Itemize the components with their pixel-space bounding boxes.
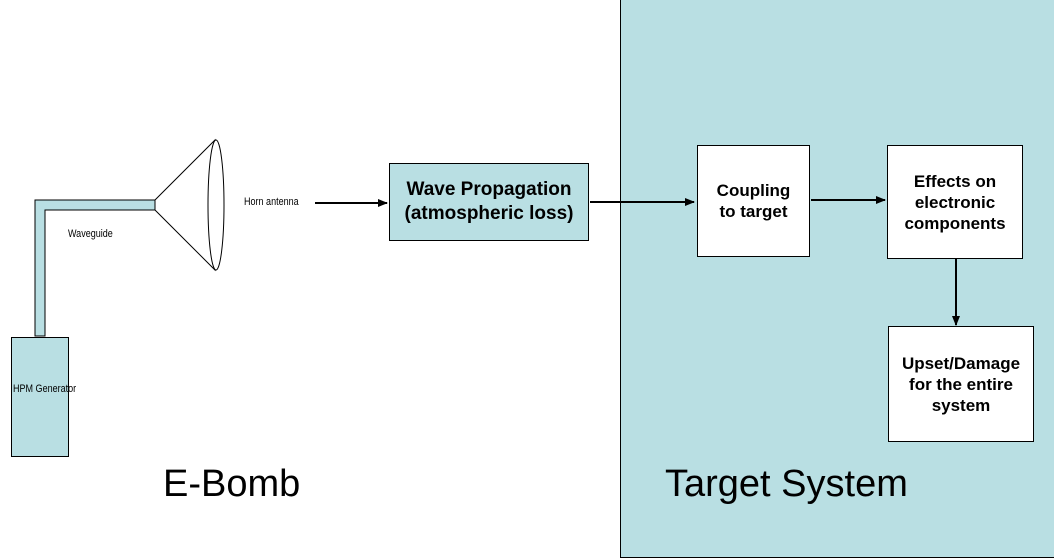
hpm-generator-label: HPM Generator — [13, 383, 77, 395]
effects-line3: components — [904, 213, 1006, 233]
horn-antenna-label: Horn antenna — [244, 196, 299, 208]
horn-antenna-icon — [154, 138, 225, 272]
ebomb-title: E-Bomb — [163, 463, 301, 505]
wave-propagation-line2: (atmospheric loss) — [404, 203, 574, 224]
hpm-generator-box — [11, 337, 69, 457]
coupling-line2: to target — [719, 202, 788, 221]
wave-propagation-box: Wave Propagation (atmospheric loss) — [389, 163, 589, 241]
effects-line2: electronic — [914, 192, 996, 212]
upset-line1: Upset/Damage — [901, 353, 1021, 373]
waveguide-label: Waveguide — [68, 228, 113, 240]
target-system-panel — [620, 0, 1054, 558]
upset-line2: for the entire — [909, 374, 1013, 394]
wave-propagation-line1: Wave Propagation — [406, 179, 572, 200]
waveguide-pipe — [34, 199, 156, 337]
coupling-box: Coupling to target — [697, 145, 810, 257]
effects-box: Effects on electronic components — [887, 145, 1023, 259]
coupling-line1: Coupling — [716, 181, 791, 200]
effects-line1: Effects on — [913, 171, 997, 191]
target-system-title: Target System — [665, 463, 908, 505]
upset-damage-box: Upset/Damage for the entire system — [888, 326, 1034, 442]
upset-line3: system — [931, 395, 991, 415]
